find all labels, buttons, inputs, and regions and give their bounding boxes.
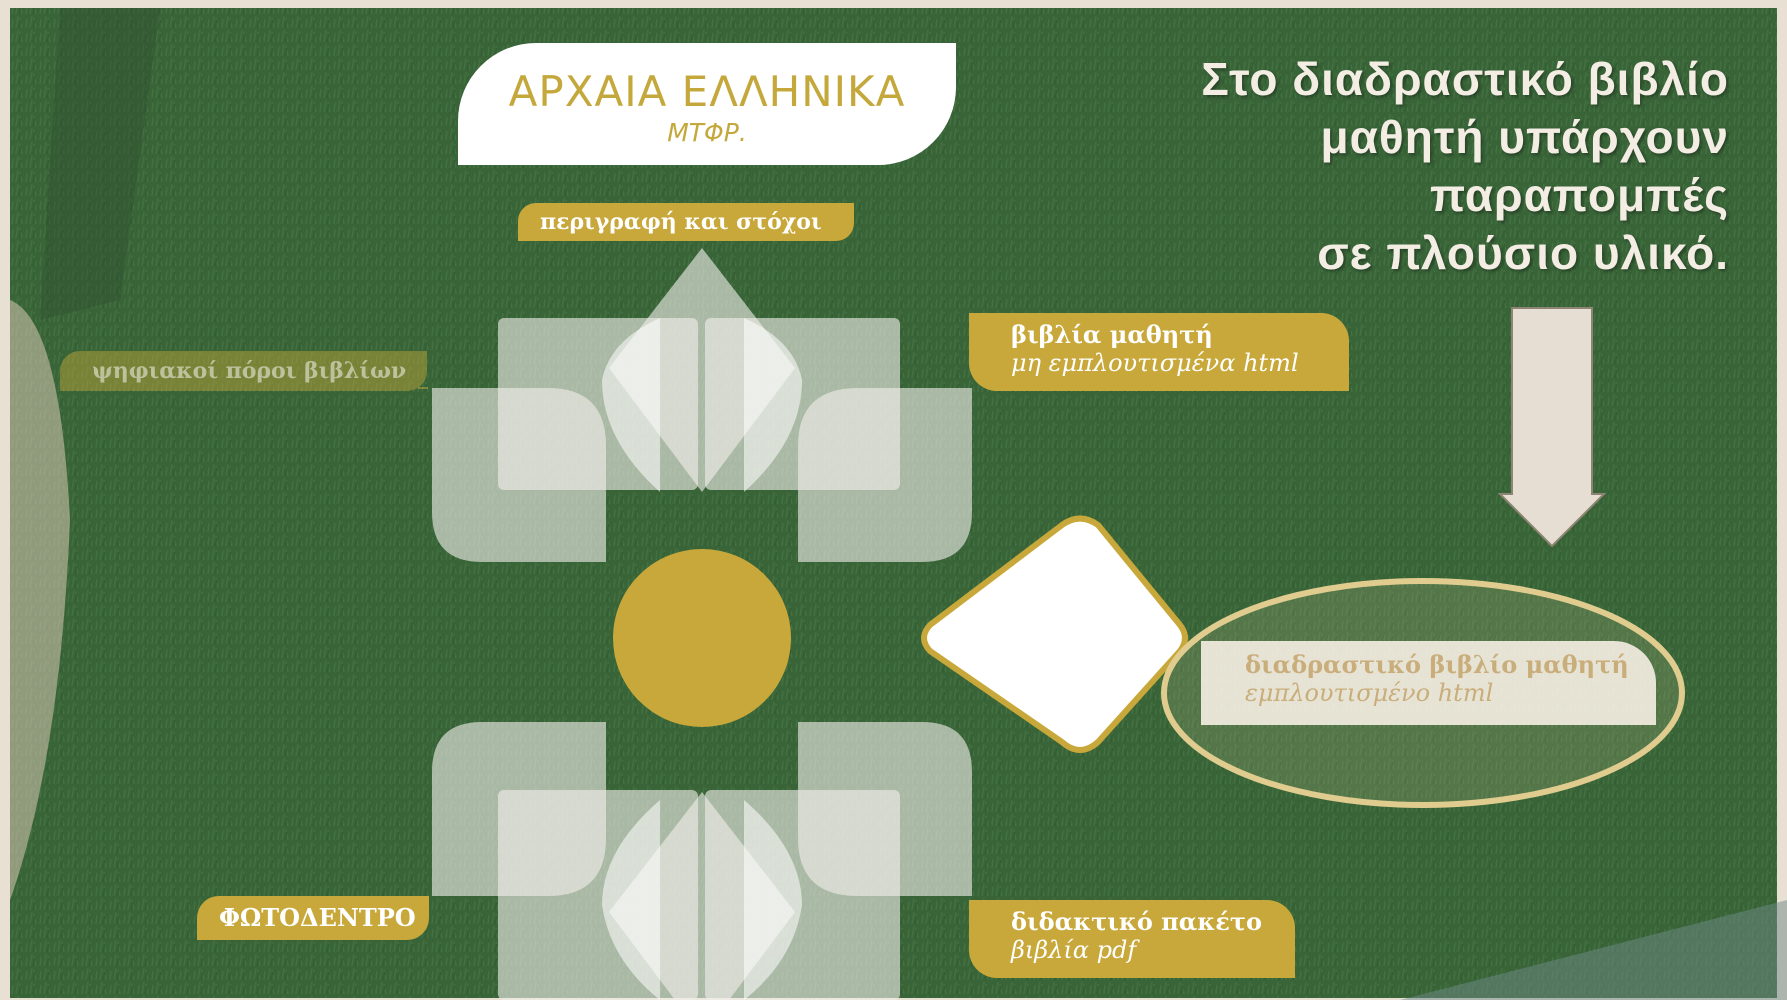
tab-student-books-subtitle: μη εμπλουτισμένα html [1011, 349, 1299, 377]
tab-photodentro[interactable]: ΦΩΤΟΔΕΝΤΡΟ [197, 896, 429, 940]
tab-teaching-pack-title: διδακτικό πακέτο [1011, 907, 1262, 936]
tab-photodentro-label: ΦΩΤΟΔΕΝΤΡΟ [219, 903, 416, 932]
center-circle [613, 549, 791, 727]
page-title: ΑΡΧΑΙΑ ΕΛΛΗΝΙΚΑ [508, 67, 906, 116]
tab-interactive-book-subtitle: εμπλουτισμένο html [1245, 679, 1494, 707]
tab-interactive-book[interactable]: διαδραστικό βιβλίο μαθητή εμπλουτισμένο … [1201, 641, 1656, 725]
callout-line-4: σε πλούσιο υλικό. [1317, 227, 1729, 279]
tab-teaching-pack-subtitle: βιβλία pdf [1011, 936, 1137, 964]
tab-goals-label: περιγραφή και στόχοι [540, 209, 822, 235]
callout-line-2: μαθητή υπάρχουν [1320, 111, 1729, 163]
tab-student-books-title: βιβλία μαθητή [1011, 320, 1213, 349]
callout-text: Στο διαδραστικό βιβλίο μαθητή υπάρχουν π… [1201, 50, 1729, 282]
title-card: ΑΡΧΑΙΑ ΕΛΛΗΝΙΚΑ ΜΤΦΡ. [458, 43, 956, 165]
tab-digital-resources-label: ψηφιακοί πόροι βιβλίων [92, 358, 407, 384]
down-arrow [1497, 307, 1607, 548]
upper-inner-lights [602, 318, 802, 492]
tab-teaching-pack[interactable]: διδακτικό πακέτο βιβλία pdf [969, 900, 1295, 978]
lower-inner-lights [602, 800, 802, 1000]
callout-line-1: Στο διαδραστικό βιβλίο [1201, 53, 1729, 105]
tab-student-books[interactable]: βιβλία μαθητή μη εμπλουτισμένα html [969, 313, 1349, 391]
tab-interactive-book-title: διαδραστικό βιβλίο μαθητή [1245, 650, 1629, 679]
tab-digital-resources[interactable]: ψηφιακοί πόροι βιβλίων [60, 351, 427, 391]
callout-line-3: παραπομπές [1429, 169, 1729, 221]
interactive-diamond [921, 515, 1188, 753]
page-subtitle: ΜΤΦΡ. [667, 118, 747, 147]
tab-goals[interactable]: περιγραφή και στόχοι [518, 203, 854, 241]
